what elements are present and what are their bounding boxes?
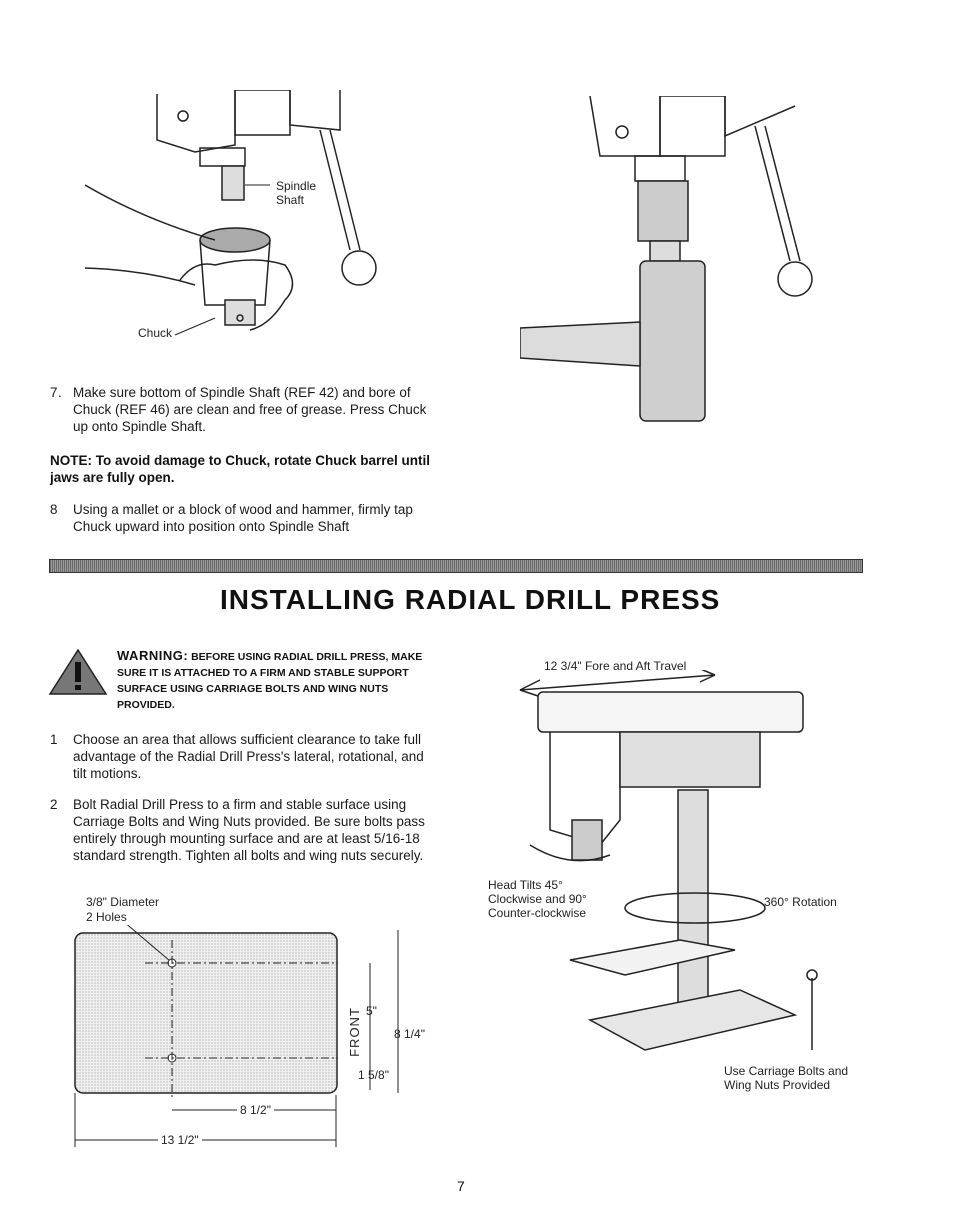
step-number: 7	[50, 385, 58, 400]
rotation-label: 360° Rotation	[764, 895, 837, 909]
step-text: Using a mallet or a block of wood and ha…	[73, 502, 413, 534]
chuck-label: Chuck	[138, 326, 173, 340]
step-text: Bolt Radial Drill Press to a firm and st…	[73, 797, 425, 863]
step-number: 1	[50, 732, 58, 747]
diameter-label: 3/8" Diameter	[86, 895, 159, 909]
radial-drill-press-illustration	[519, 670, 818, 1051]
front-label: FRONT	[346, 1007, 362, 1057]
dim-5-label: 5"	[366, 1004, 377, 1018]
dim-1-5-8-label: 1 5/8"	[358, 1068, 389, 1082]
step-number: 8	[50, 502, 58, 517]
warning-text: WARNING: Before using radial drill press…	[117, 648, 447, 713]
step-text: Choose an area that allows sufficient cl…	[73, 732, 424, 781]
section-title: INSTALLING RADIAL DRILL PRESS	[220, 584, 721, 615]
base-mounting-diagram	[74, 925, 399, 1147]
step-1: 1 Choose an area that allows sufficient …	[50, 731, 430, 783]
warning-triangle-icon	[48, 648, 108, 695]
section-divider	[49, 559, 863, 573]
step-2: 2 Bolt Radial Drill Press to a firm and …	[50, 796, 430, 882]
note-chuck-jaws: NOTE: To avoid damage to Chuck, rotate C…	[50, 453, 431, 485]
chuck-spindle-illustration	[85, 90, 377, 336]
step-number: 2	[50, 797, 58, 812]
step-text: Make sure bottom of Spindle Shaft (REF 4…	[73, 385, 427, 434]
spindle-shaft-label: Spindle Shaft	[276, 179, 317, 207]
step-8: 8 Using a mallet or a block of wood and …	[50, 501, 440, 537]
fore-aft-travel-label: 12 3/4" Fore and Aft Travel	[544, 659, 687, 673]
step-7: 7 . Make sure bottom of Spindle Shaft (R…	[50, 384, 440, 436]
warning-head: WARNING:	[117, 648, 189, 663]
page-number: 7	[457, 1178, 465, 1194]
carriage-bolts-label: Use Carriage Bolts and Wing Nuts Provide…	[724, 1064, 849, 1092]
mallet-tap-illustration	[520, 96, 813, 422]
dim-13-1-2-label: 13 1/2"	[158, 1133, 202, 1147]
warning-body: Before using radial drill press, make su…	[117, 651, 423, 711]
head-tilts-label: Head Tilts 45° Clockwise and 90° Counter…	[488, 878, 587, 920]
dim-8-1-4-label: 8 1/4"	[394, 1027, 425, 1041]
holes-label: 2 Holes	[86, 910, 127, 924]
dim-8-1-2-label: 8 1/2"	[237, 1103, 274, 1117]
